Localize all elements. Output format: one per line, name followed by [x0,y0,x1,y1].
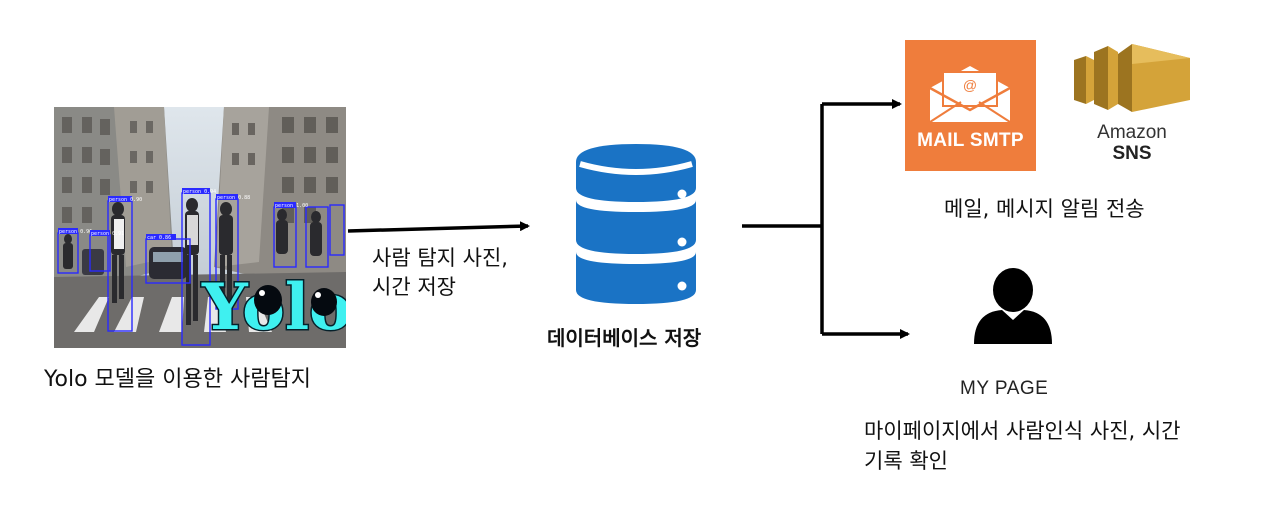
mypage-caption: 마이페이지에서 사람인식 사진, 시간 기록 확인 [864,416,1181,477]
database-label: 데이터베이스 저장 [547,326,702,350]
bbox-label: person 0.91 [91,231,124,237]
amazon-sns-icon [1070,42,1192,118]
envelope-icon: @ [929,66,1011,123]
user-icon [972,268,1054,348]
bbox-label: person 0.88 [217,195,250,201]
yolo-caption: Yolo 모델을 이용한 사람탐지 [44,367,311,392]
bbox-label: car 0.86 [147,235,171,241]
sns-brand: Amazon [1097,122,1167,143]
bbox-label: person 1.00 [275,203,308,209]
bbox-label: person 0.94 [183,189,216,195]
arrow-label-line2: 시간 저장 [372,275,456,300]
database-icon [572,140,700,312]
at-symbol: @ [963,77,977,93]
mypage-caption-line2: 기록 확인 [864,449,948,474]
arrow-label-line1: 사람 탐지 사진, [372,246,508,270]
yolo-logo: Yolo [200,269,347,347]
mail-smtp-tile: @ MAIL SMTP [905,40,1036,171]
bbox-label: person 0.96 [59,229,92,235]
arrow-label: 사람 탐지 사진, 시간 저장 [372,244,508,303]
yolo-detection-image: person 0.90 person 0.94 person 0.88 pers… [54,107,346,348]
arrow-to-database [347,221,530,233]
bbox-label: person 0.90 [109,197,142,203]
mypage-title: MY PAGE [960,378,1049,399]
sns-product: SNS [1112,143,1152,164]
notify-caption: 메일, 메시지 알림 전송 [944,197,1145,221]
mypage-caption-line1: 마이페이지에서 사람인식 사진, 시간 [864,419,1181,443]
mail-smtp-label: MAIL SMTP [917,130,1024,151]
